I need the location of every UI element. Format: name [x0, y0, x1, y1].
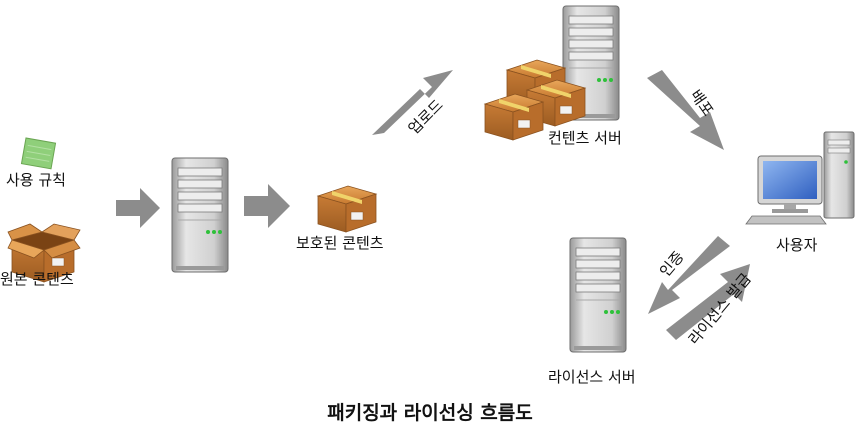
label-source-content: 원본 콘텐츠 [0, 270, 74, 288]
arrow-authenticate [648, 236, 730, 314]
arrow-license-issue [666, 264, 750, 340]
diagram-title: 패키징과 라이선싱 흐름도 [327, 402, 533, 424]
label-content-server: 컨텐츠 서버 [548, 129, 622, 147]
arrow-distribute [647, 70, 724, 150]
arrow-upload [372, 70, 453, 135]
label-license-server: 라이선스 서버 [548, 368, 636, 386]
server-icon-packager [171, 157, 229, 273]
server-icon-license [569, 237, 627, 353]
arrow-rules-to-packager [116, 188, 160, 228]
label-user: 사용자 [776, 236, 818, 254]
box-icon-open [7, 223, 81, 283]
label-usage-rules: 사용 규칙 [6, 171, 66, 189]
arrow-packager-to-protected [244, 184, 290, 228]
computer-icon [745, 131, 855, 225]
box-icon-stack-3 [484, 93, 544, 141]
label-protected-content: 보호된 콘텐츠 [296, 234, 384, 252]
document-icon [20, 137, 57, 170]
box-icon-protected [317, 185, 377, 233]
